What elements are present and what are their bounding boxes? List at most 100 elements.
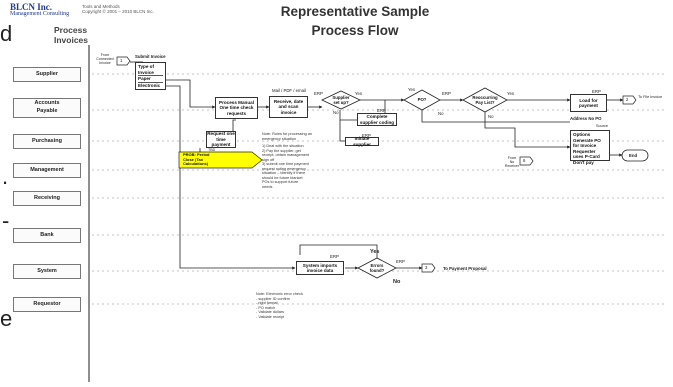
no-label: No bbox=[393, 279, 401, 285]
yes-label: Yes bbox=[355, 91, 363, 96]
supplier-setup-line-1: Supplier bbox=[332, 95, 350, 100]
errors-found-decision: Errors found? bbox=[362, 263, 392, 273]
erp-tag: ERP bbox=[314, 91, 323, 96]
copyright-note: Tools and Methods Copyright © 2001 – 201… bbox=[82, 4, 154, 14]
supplier-setup-line-2: set up? bbox=[333, 100, 349, 105]
system-imports-line-1: System imports bbox=[302, 262, 338, 268]
note-line: needs bbox=[262, 184, 273, 189]
emergency-rules-note: Note: Rules for processing an emergency … bbox=[262, 132, 314, 189]
process-manual-line-1: Process Manual bbox=[219, 99, 254, 105]
initiate-supplier-box: Initiate supplier bbox=[345, 136, 379, 147]
receive-scan-box: Receive, date and scan invoice bbox=[269, 96, 308, 118]
lane-system: System bbox=[13, 264, 81, 279]
note-line: - right format bbox=[256, 301, 278, 305]
lane-bank: Bank bbox=[13, 228, 81, 243]
lane-receiving: Receiving bbox=[13, 191, 81, 206]
load-payment-line-1: Load for bbox=[579, 97, 598, 103]
end-terminator: End bbox=[629, 153, 638, 158]
from-no-receiver-label: From No Receiver bbox=[504, 156, 520, 168]
lane-label-line-1: Accounts bbox=[34, 100, 60, 106]
process-heading-line-2: Invoices bbox=[54, 35, 89, 45]
invoice-type-electronic: Electronic bbox=[138, 81, 163, 89]
reoccurring-decision: Reoccurring Pay List? bbox=[466, 95, 504, 105]
invoice-type-paper: Paper bbox=[138, 75, 163, 82]
supplier-setup-decision: Supplier set up? bbox=[326, 95, 356, 105]
load-payment-line-2: payment bbox=[579, 103, 598, 108]
logo-title: BLCN Inc. bbox=[10, 2, 53, 12]
tools-line: Tools and Methods bbox=[82, 4, 120, 9]
lane-requestor: Requestor bbox=[13, 297, 81, 312]
reoccurring-line-1: Reoccurring bbox=[472, 95, 498, 100]
receive-line-2: and scan bbox=[278, 104, 299, 110]
note-line: receipt, obtain management bbox=[262, 153, 310, 157]
slide-letter: d bbox=[0, 21, 13, 46]
load-for-payment-box: Load for payment bbox=[570, 94, 607, 112]
address-no-po-title: Address No PO bbox=[570, 116, 602, 121]
complete-supplier-coding-box: Complete supplier coding bbox=[357, 113, 397, 126]
note-line: request noting emergency bbox=[262, 166, 306, 171]
lane-management: Management bbox=[13, 163, 81, 178]
erp-tag: ERP bbox=[442, 91, 451, 96]
option-generate-po: Generate PO for Invoice bbox=[573, 137, 601, 149]
process-heading: Process Invoices bbox=[54, 25, 88, 45]
note-line: 1) Deal with the situation bbox=[262, 144, 304, 148]
yes-label: Yes bbox=[408, 87, 416, 92]
process-heading-line-1: Process bbox=[54, 25, 88, 35]
source-tag: Source bbox=[596, 124, 609, 128]
receive-line-3: invoice bbox=[280, 109, 297, 115]
type-of-invoice-title: Type of Invoice bbox=[138, 64, 154, 75]
submit-invoice-label: Submit Invoice bbox=[135, 54, 166, 59]
note-line: 3) submit one time payment bbox=[262, 162, 309, 166]
erp-tag: ERP bbox=[362, 133, 371, 138]
note-line: - Validate receipt bbox=[256, 314, 285, 319]
prob-callout: PROB: Period Close (Tax Calculations) bbox=[183, 152, 210, 167]
title-line-1: Representative Sample bbox=[280, 4, 430, 19]
mail-channel-label: Mail / PDF / email bbox=[272, 88, 306, 93]
options-title: Options bbox=[573, 132, 591, 137]
erp-tag: ERP bbox=[396, 259, 405, 264]
start-connector-number: 1 bbox=[120, 58, 123, 63]
note-line: 2) Pay the supplier, get bbox=[262, 148, 301, 153]
lane-label-line-2: Payable bbox=[36, 108, 58, 114]
option-p-card: Requester uses P-Card bbox=[573, 148, 600, 160]
to-payment-proposal-label: To Payment Proposal bbox=[443, 266, 487, 271]
prob-line-1: PROB: Period bbox=[183, 152, 210, 157]
lane-accounts-payable: Accounts Payable bbox=[13, 98, 81, 118]
from-receiver-line-2: No bbox=[509, 160, 515, 164]
note-line: should be future blanket bbox=[262, 175, 303, 180]
from-receiver-line-3: Receiver bbox=[504, 164, 520, 168]
complete-coding-line-1: Complete bbox=[366, 114, 388, 119]
page-title: Representative Sample Process Flow bbox=[240, 2, 470, 40]
no-label: No bbox=[438, 111, 444, 116]
to-connector-number: 3 bbox=[425, 265, 428, 270]
options-box: Options Generate PO for Invoice Requeste… bbox=[570, 130, 610, 165]
note-line: - Validate dollars bbox=[256, 310, 284, 314]
to-connector-number: 2 bbox=[626, 97, 629, 102]
from-receiver-line-1: From bbox=[507, 156, 517, 160]
slide-letter: e bbox=[0, 306, 13, 331]
slide-letter: . bbox=[2, 164, 9, 189]
logo-subtitle: Management Consulting bbox=[10, 11, 70, 17]
note-line: - supplier ID confirm bbox=[256, 296, 290, 301]
request-one-time-payment-box: Request one time payment bbox=[206, 131, 236, 148]
no-label: No bbox=[333, 110, 339, 115]
option-dont-pay: Don't pay bbox=[573, 159, 594, 165]
electronic-error-check-note: Note: Electronic error check - supplier … bbox=[256, 292, 326, 319]
lane-purchasing: Purchasing bbox=[13, 134, 81, 149]
prob-line-2: Close (Tax bbox=[183, 156, 203, 162]
process-manual-box: Process Manual One time check requests bbox=[215, 97, 258, 119]
from-receiver-number: 6 bbox=[523, 158, 526, 163]
errors-found-line-1: Errors bbox=[370, 263, 384, 268]
lane-supplier: Supplier bbox=[13, 67, 81, 82]
process-manual-line-3: requests bbox=[226, 110, 247, 116]
complete-coding-line-2: supplier coding bbox=[359, 119, 395, 125]
no-label: No bbox=[488, 114, 494, 119]
yes-label: Yes bbox=[370, 249, 380, 255]
prob-line-3: Calculations) bbox=[183, 161, 209, 166]
yes-label: Yes bbox=[507, 91, 515, 96]
to-file-invoice-label: To File Invoice bbox=[638, 95, 663, 99]
error-note-title: Note: Electronic error check bbox=[256, 292, 303, 296]
note-line: situation – identify if there bbox=[262, 171, 306, 175]
po-decision: PO? bbox=[417, 97, 427, 102]
